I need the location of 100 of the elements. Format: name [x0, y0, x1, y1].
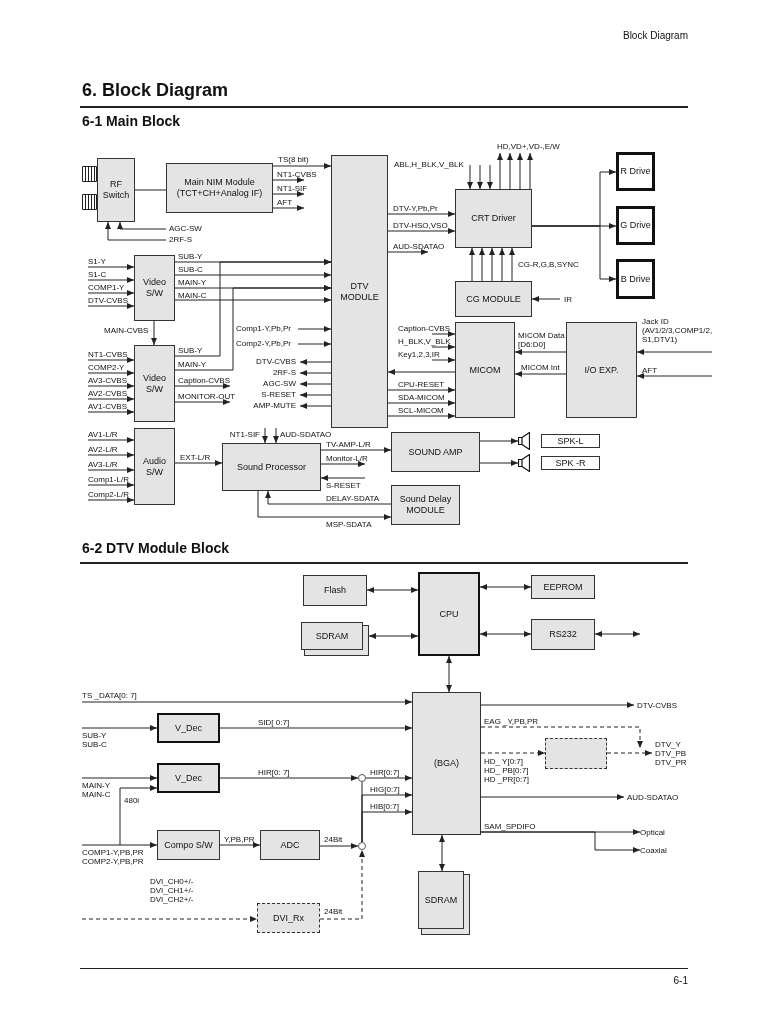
connector-line — [134, 189, 167, 191]
arrow — [265, 490, 392, 505]
drive-box: B Drive — [616, 259, 655, 299]
page-title: 6. Block Diagram — [82, 80, 229, 101]
arrow — [87, 303, 135, 309]
block-box: Sound Delay MODULE — [391, 485, 460, 525]
block-box: SOUND AMP — [391, 432, 480, 472]
signal-label: AFT — [642, 366, 658, 375]
arrow — [319, 849, 365, 920]
arrow — [87, 437, 135, 443]
arrow — [87, 467, 135, 473]
arrow — [480, 726, 643, 749]
arrow — [262, 427, 268, 444]
arrow — [514, 349, 567, 355]
signal-label: DTV-CVBS — [255, 357, 296, 366]
speaker-icon — [518, 432, 530, 450]
arrow — [151, 320, 157, 346]
signal-label: Comp2-Y,Pb,Pr — [236, 339, 291, 348]
arrow — [87, 264, 135, 270]
section-heading: 6-1 Main Block — [82, 113, 181, 129]
block-box: DTV MODULE — [331, 155, 388, 428]
arrow — [514, 371, 567, 377]
block-box: CRT Driver — [455, 189, 532, 248]
arrow — [636, 373, 713, 379]
signal-label: S-RESET — [260, 390, 296, 399]
arrow — [387, 228, 456, 234]
page-number: 6-1 — [673, 975, 688, 986]
signal-label: AV2-L/R — [88, 445, 118, 454]
signal-label: EAG _Y,PB,PR — [484, 717, 539, 726]
signal-label: MICOM Int — [521, 363, 560, 372]
signal-label: MICOM Data [D6:D0] — [518, 331, 566, 349]
signal-label: 2RF-S — [169, 235, 193, 244]
signal-label: S1-Y — [88, 257, 106, 266]
arrow — [636, 349, 713, 355]
block-box: V_Dec — [157, 763, 220, 793]
signal-label: 24Bit — [324, 835, 343, 844]
arrow — [87, 357, 135, 363]
arrow — [469, 247, 515, 282]
signal-label: AV3-L/R — [88, 460, 118, 469]
signal-label: Y,PB,PR — [224, 835, 255, 844]
arrow — [87, 383, 135, 389]
double-arrow — [368, 633, 419, 639]
signal-label: SUB-Y — [178, 346, 203, 355]
arrow — [319, 843, 359, 849]
output-label: Optical — [640, 827, 680, 838]
signal-label: HIR[0:7] — [370, 768, 400, 777]
signal-label: SAM_SPDIFO — [484, 822, 536, 831]
arrow — [480, 831, 641, 853]
arrow — [297, 326, 332, 332]
signal-label: DTV-HSO,VSO — [393, 221, 448, 230]
signal-label: AV1-CVBS — [88, 402, 127, 411]
signal-label: IR — [564, 295, 572, 304]
arrow — [467, 164, 493, 190]
block-box: DVI_Rx — [257, 903, 320, 933]
signal-label: S-RESET — [326, 481, 361, 490]
memory-stack: SDRAM — [301, 622, 369, 656]
arrow — [174, 383, 231, 389]
output-box: SPK-L — [541, 434, 600, 448]
signal-label: 24Bit — [324, 907, 343, 916]
signal-label: CG-R,G,B,SYNC — [518, 260, 579, 269]
arrow — [87, 452, 135, 458]
signal-label: AGC-SW — [169, 224, 202, 233]
arrow — [320, 475, 366, 481]
signal-label: COMP1-Y — [88, 283, 125, 292]
signal-label: Comp2-L/R — [88, 490, 129, 499]
signal-label: NT1-SIF — [277, 184, 308, 193]
signal-label: Comp1-Y,Pb,Pr — [236, 324, 291, 333]
signal-label: MAIN-Y MAIN-C — [82, 781, 112, 799]
arrow — [431, 344, 456, 350]
arrow — [272, 191, 305, 197]
arrow — [105, 221, 167, 241]
arrow — [272, 205, 305, 211]
signal-label: Caption-CVBS — [398, 324, 451, 333]
arrow — [272, 177, 305, 183]
arrow — [87, 370, 135, 376]
block-box: V_Dec — [157, 713, 220, 743]
arrow — [365, 775, 413, 781]
arrow — [81, 842, 158, 848]
connector-line — [361, 781, 363, 843]
signal-label: DVI_CH0+/- DVI_CH1+/- DVI_CH2+/- — [150, 877, 195, 904]
arrow — [81, 725, 158, 731]
arrow — [497, 152, 533, 190]
arrow — [299, 403, 332, 409]
signal-label: NT1-CVBS — [88, 350, 128, 359]
arrow — [531, 225, 617, 282]
signal-label: AGC-SW — [262, 379, 296, 388]
arrow — [299, 392, 332, 398]
signal-label: AUD-SDATAO — [393, 242, 445, 251]
block-box: I/O EXP. — [566, 322, 637, 418]
arrow — [87, 409, 135, 415]
arrow — [431, 357, 456, 363]
drive-box: G Drive — [616, 206, 655, 245]
arrow — [320, 461, 366, 467]
signal-label: HIB[0:7] — [370, 802, 399, 811]
arrow — [174, 297, 332, 303]
drive-box: R Drive — [616, 152, 655, 191]
signal-label: SUB-Y SUB-C — [82, 731, 108, 749]
arrow — [387, 413, 456, 419]
signal-label: MAIN-CVBS — [104, 326, 149, 335]
memory-stack: SDRAM — [418, 871, 470, 935]
